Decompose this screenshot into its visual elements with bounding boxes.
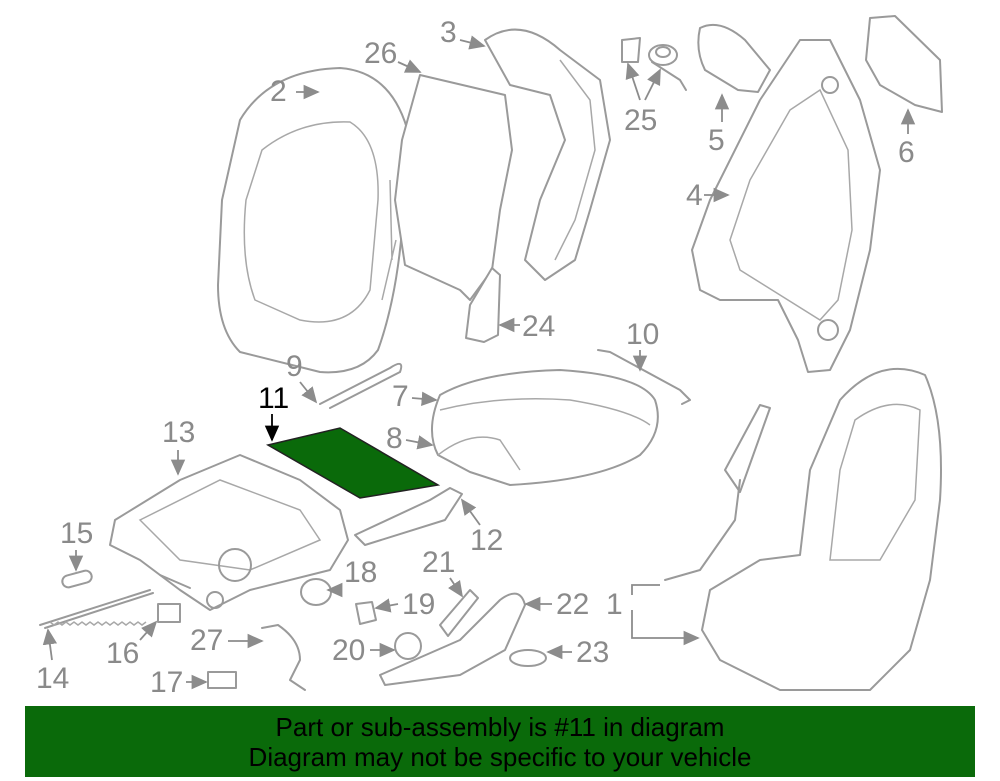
callout-24: 24	[522, 310, 555, 343]
part-13-seat-frame	[109, 454, 349, 611]
part-3-side-panel	[484, 28, 611, 281]
part-14-coils	[49, 621, 147, 626]
info-banner: Part or sub-assembly is #11 in diagram D…	[25, 706, 975, 777]
callout-5: 5	[708, 124, 725, 157]
callout-8: 8	[386, 422, 403, 455]
callout-19: 19	[402, 588, 435, 621]
part-5-headrest-guide	[697, 24, 771, 93]
banner-line-1: Part or sub-assembly is #11 in diagram	[275, 712, 725, 742]
callout-22: 22	[556, 588, 589, 621]
callout-3: 3	[440, 16, 457, 49]
part-22-side-shield	[379, 592, 526, 686]
callout-4: 4	[686, 179, 703, 212]
part-2-seatback-cover	[217, 67, 411, 374]
part-26-back-pad	[394, 74, 513, 301]
part-1-complete-seat	[664, 367, 942, 691]
callout-group: 2 26 3 25 5 6 4 24 10 9 7 8 11 13 12 15 …	[36, 16, 916, 699]
part-25-clips	[621, 37, 687, 91]
part-12-trim	[354, 487, 463, 546]
part-7-cushion-cover	[430, 369, 659, 486]
part-9-wire	[319, 362, 403, 409]
callout-17: 17	[150, 666, 183, 699]
callout-20: 20	[332, 634, 365, 667]
callout-21: 21	[422, 546, 455, 579]
callout-16: 16	[106, 637, 139, 670]
callout-10: 10	[626, 318, 659, 351]
part-18-knob	[300, 578, 332, 606]
part-16-block	[157, 603, 181, 623]
callout-13: 13	[162, 416, 195, 449]
part-15-pin	[61, 569, 93, 589]
part-24-trim	[465, 267, 501, 343]
callout-1: 1	[606, 588, 623, 621]
callout-6: 6	[898, 136, 915, 169]
part-6-bracket	[865, 15, 943, 113]
part-17-connector	[207, 671, 237, 689]
callout-27: 27	[190, 624, 223, 657]
callout-12: 12	[470, 524, 503, 557]
callout-25: 25	[624, 104, 657, 137]
part-20-knob	[394, 632, 422, 660]
part-23-cap	[509, 649, 547, 667]
callout-11: 11	[258, 382, 289, 415]
part-4-seatback-frame	[691, 39, 881, 373]
part-11-shape	[265, 427, 441, 499]
callout-23: 23	[576, 636, 609, 669]
callout-7: 7	[392, 380, 409, 413]
callout-2: 2	[270, 75, 287, 108]
part-21-trim	[439, 589, 479, 637]
part-27-harness	[261, 624, 306, 691]
part-10-wire	[597, 349, 691, 405]
banner-line-2: Diagram may not be specific to your vehi…	[248, 742, 752, 772]
part-19-clip	[355, 601, 377, 625]
callout-15: 15	[60, 517, 93, 550]
callout-9: 9	[286, 350, 303, 383]
part-11-highlighted	[265, 427, 441, 499]
callout-18: 18	[344, 556, 377, 589]
part-14-spring	[39, 589, 154, 629]
callout-26: 26	[364, 37, 397, 70]
callout-14: 14	[36, 662, 69, 695]
